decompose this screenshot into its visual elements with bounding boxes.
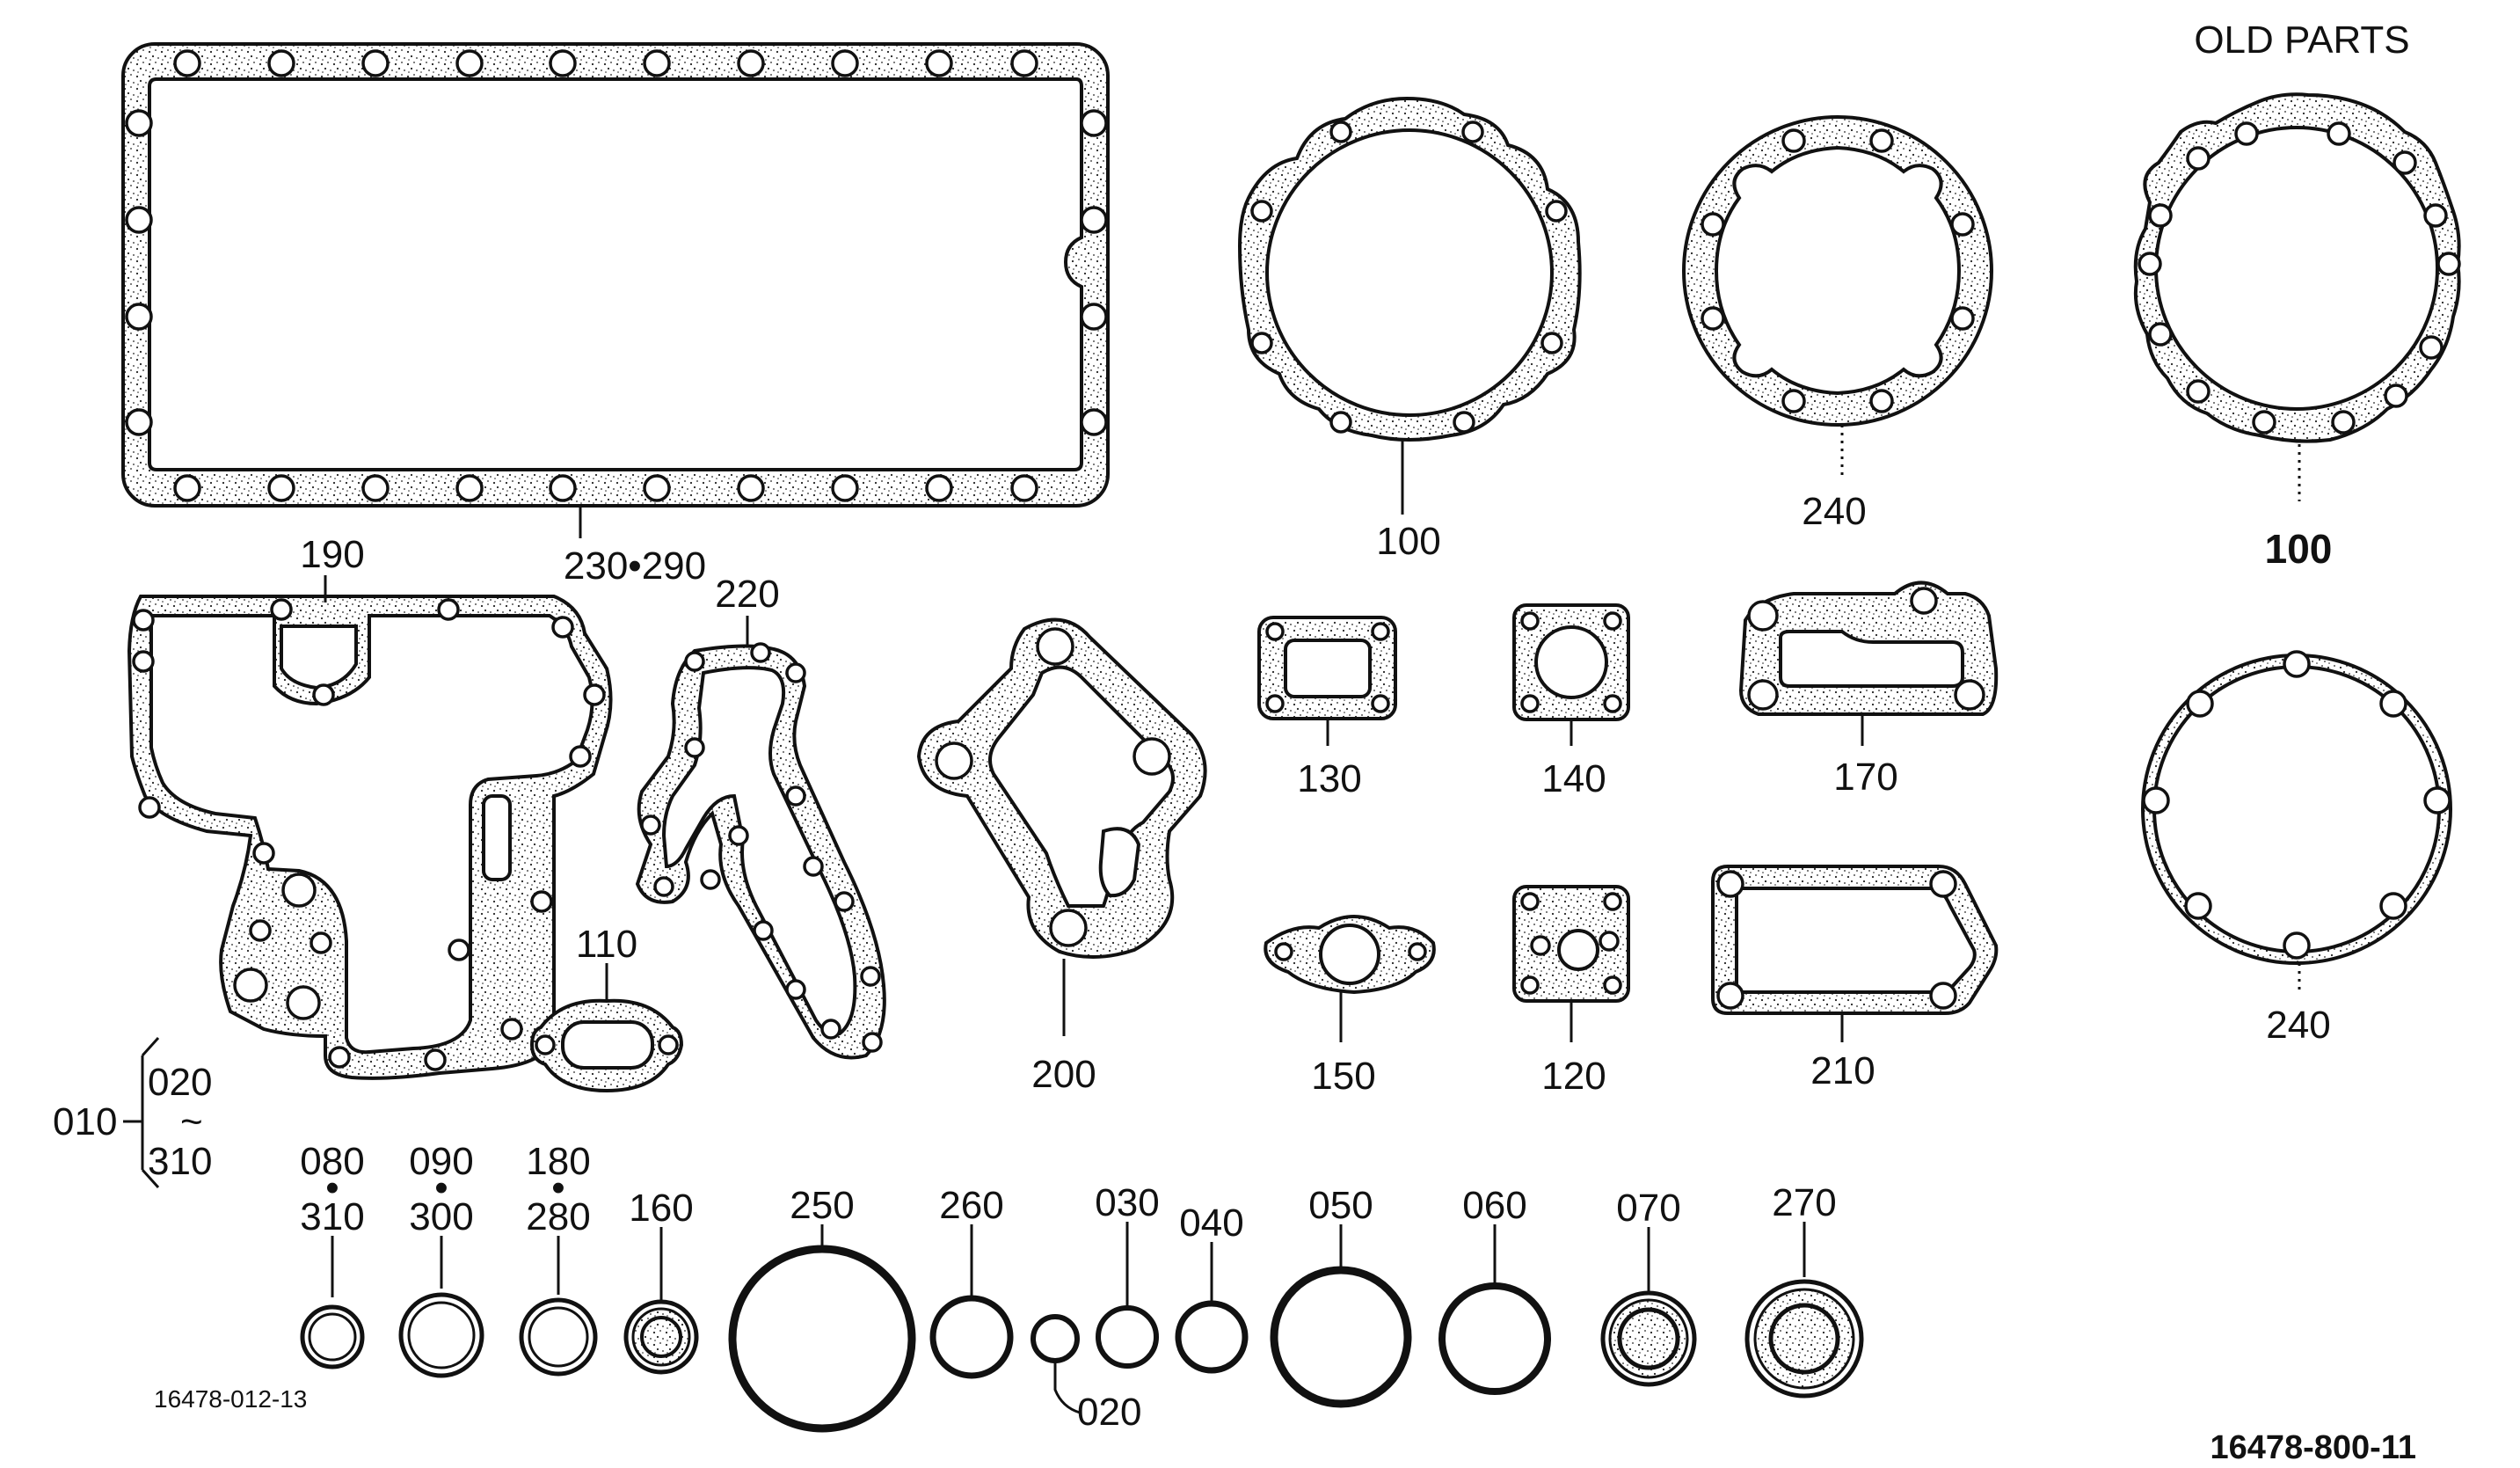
oil-pan-gasket-holes	[125, 49, 1108, 502]
oring-040: 040	[1175, 1201, 1249, 1374]
old-housing-gasket-100: 100	[2133, 92, 2461, 572]
housing-gasket-100: 100	[1237, 96, 1582, 563]
kit-label-310: 310	[148, 1140, 212, 1183]
ring-gasket-240: 240	[1682, 115, 1993, 533]
oring-060: 060	[1438, 1184, 1551, 1395]
oil-pan-gasket: 230•290	[121, 42, 1110, 588]
figure-code-left: 16478-012-13	[154, 1385, 307, 1413]
svg-text:270: 270	[1772, 1181, 1836, 1224]
gasket-140: 140	[1512, 603, 1630, 800]
svg-text:090: 090	[409, 1140, 473, 1183]
callout-170: 170	[1833, 756, 1897, 799]
gear-case-gasket-holes	[132, 598, 606, 1071]
svg-text:280: 280	[526, 1195, 590, 1238]
seal-070: 070	[1600, 1187, 1697, 1387]
gasket-210: 210	[1711, 865, 1999, 1092]
svg-text:050: 050	[1308, 1184, 1373, 1227]
kit-bracket-010: 010 020 ~ 310	[53, 1036, 212, 1189]
svg-text:•: •	[325, 1166, 339, 1209]
svg-text:300: 300	[409, 1195, 473, 1238]
svg-text:070: 070	[1616, 1187, 1680, 1230]
old-parts-title: OLD PARTS	[2194, 18, 2409, 62]
seal-160: 160	[623, 1187, 699, 1375]
seal-270: 270	[1744, 1181, 1864, 1399]
seal-180-280: 180 • 280	[519, 1140, 598, 1377]
callout-240: 240	[1802, 490, 1866, 533]
oring-250: 250	[728, 1184, 916, 1433]
oring-020: 020	[1031, 1314, 1141, 1434]
old-ring-gasket-240: 240	[2141, 650, 2452, 1047]
callout-190: 190	[300, 533, 364, 576]
svg-text:060: 060	[1462, 1184, 1526, 1227]
oil-filter-gasket-200: 200	[916, 617, 1207, 1096]
svg-text:030: 030	[1095, 1181, 1159, 1224]
oring-260: 260	[929, 1184, 1014, 1379]
svg-text:•: •	[434, 1166, 448, 1209]
callout-old-100: 100	[2265, 526, 2333, 572]
water-pump-gasket-holes	[640, 642, 883, 1053]
figure-code-right: 16478-800-11	[2210, 1429, 2416, 1466]
callout-110: 110	[576, 923, 637, 966]
gasket-150: 150	[1264, 914, 1436, 1098]
svg-text:020: 020	[1077, 1391, 1141, 1434]
gear-case-gasket: 190	[127, 533, 613, 1080]
callout-220: 220	[715, 573, 779, 616]
svg-text:180: 180	[526, 1140, 590, 1183]
exhaust-gasket-110: 110	[529, 923, 684, 1093]
kit-label-tilde: ~	[180, 1100, 203, 1143]
svg-text:250: 250	[790, 1184, 854, 1227]
kit-label-010: 010	[53, 1100, 117, 1143]
svg-text:•: •	[551, 1166, 564, 1209]
svg-text:160: 160	[629, 1187, 693, 1230]
callout-140: 140	[1541, 757, 1606, 800]
water-pump-gasket: 220	[635, 573, 886, 1060]
callout-210: 210	[1810, 1049, 1875, 1092]
oring-030: 030	[1095, 1181, 1160, 1369]
callout-100: 100	[1376, 520, 1440, 563]
seal-090-300: 090 • 300	[398, 1140, 484, 1378]
kit-label-020: 020	[148, 1061, 212, 1104]
callout-120: 120	[1541, 1055, 1606, 1098]
svg-text:080: 080	[300, 1140, 364, 1183]
oring-050: 050	[1270, 1184, 1412, 1408]
gasket-130: 130	[1257, 616, 1397, 800]
seal-080-310: 080 • 310	[300, 1140, 365, 1369]
svg-text:040: 040	[1179, 1201, 1243, 1245]
callout-200: 200	[1031, 1053, 1096, 1096]
gasket-170: 170	[1738, 581, 1999, 799]
callout-130: 130	[1297, 757, 1361, 800]
callout-150: 150	[1311, 1055, 1375, 1098]
svg-text:310: 310	[300, 1195, 364, 1238]
gasket-120: 120	[1512, 885, 1630, 1098]
callout-old-240: 240	[2266, 1004, 2330, 1047]
svg-text:260: 260	[939, 1184, 1003, 1227]
callout-230-290: 230•290	[564, 544, 706, 588]
